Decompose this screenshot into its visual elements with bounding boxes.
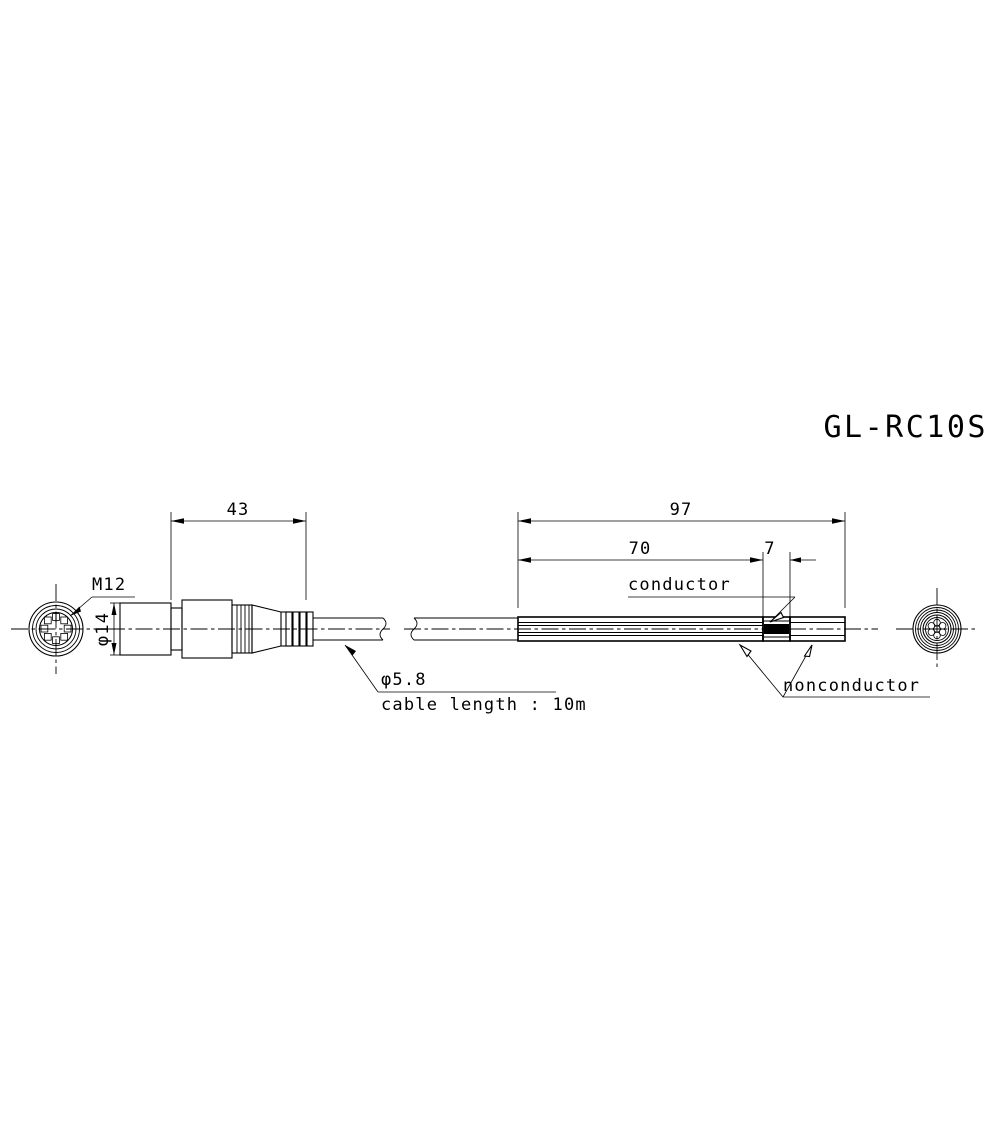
left-endview-pin-5 xyxy=(52,636,60,644)
nonconductor-arrowhead-2 xyxy=(803,644,813,658)
dim-phi14-arrow-top xyxy=(111,603,117,615)
left-endview-pin-4 xyxy=(60,633,68,641)
cable-diameter-label: φ5.8 xyxy=(381,670,427,690)
nonconductor-callout: nonconductor xyxy=(738,643,930,698)
dimension-7: 7 xyxy=(762,539,816,620)
dim-97-arrow-left xyxy=(518,518,531,524)
dim-7-arrow xyxy=(790,557,801,563)
left-end-view-m12-face xyxy=(11,584,101,674)
conductor-callout: conductor xyxy=(628,575,796,623)
right-endview-ring-2 xyxy=(915,607,959,651)
left-endview-pin-2 xyxy=(60,616,68,625)
right-endview-core-1 xyxy=(933,618,941,627)
right-endview-ring-1 xyxy=(912,604,962,654)
right-endview-ring-5 xyxy=(922,614,952,644)
left-endview-pin-6 xyxy=(44,633,52,641)
dim-phi14-arrow-bottom xyxy=(111,643,117,655)
conductor-arrowhead xyxy=(769,611,785,623)
dim-70-arrow-right xyxy=(750,557,763,563)
dim-phi14-value: φ14 xyxy=(93,612,113,646)
drawing-title: GL-RC10S xyxy=(824,410,989,445)
right-endview-core-4 xyxy=(933,631,941,640)
left-endview-ring-2 xyxy=(32,605,80,653)
dimension-phi14: φ14 xyxy=(93,602,124,656)
dim-97-arrow-right xyxy=(832,518,845,524)
cable-spec-callout: φ5.8 cable length : 10m xyxy=(344,644,587,715)
dimension-43: 43 xyxy=(170,500,307,600)
conductor-label: conductor xyxy=(628,575,731,595)
nonconductor-arrowhead-1 xyxy=(738,643,752,658)
left-endview-pin-3 xyxy=(63,624,72,633)
left-endview-pin-8 xyxy=(44,616,52,625)
dim-7-value: 7 xyxy=(764,539,775,559)
cable-length-label: cable length : 10m xyxy=(381,695,587,715)
dim-97-value: 97 xyxy=(670,500,693,520)
right-endview-ring-3 xyxy=(917,609,957,649)
m12-callout: M12 xyxy=(69,575,135,617)
right-endview-ring-4 xyxy=(920,612,954,646)
cable-spec-leader-line xyxy=(344,644,379,693)
dim-70-arrow-left xyxy=(518,557,531,563)
dim-43-arrow-left xyxy=(171,518,184,524)
m12-arrowhead xyxy=(70,606,81,616)
left-endview-pin-group xyxy=(40,613,72,644)
dimension-70: 70 xyxy=(518,539,763,563)
cable-detail-side-view xyxy=(404,616,878,642)
connector-side-view xyxy=(108,599,390,659)
cable-spec-arrowhead xyxy=(345,645,356,656)
m12-label: M12 xyxy=(92,575,126,595)
right-endview-core-3 xyxy=(938,628,947,636)
right-endview-core-6 xyxy=(927,622,936,630)
dim-70-value: 70 xyxy=(629,539,652,559)
right-endview-core-5 xyxy=(927,628,936,636)
dim-43-arrow-right xyxy=(293,518,306,524)
strain-rib-2 xyxy=(292,611,300,647)
nonconductor-label: nonconductor xyxy=(783,676,920,696)
dim-43-value: 43 xyxy=(227,500,250,520)
right-endview-ring-6 xyxy=(925,617,949,641)
right-end-view-cable-section xyxy=(896,588,978,670)
right-endview-core-cluster xyxy=(927,618,947,640)
left-endview-outer-ring xyxy=(28,601,84,657)
left-endview-pin-7 xyxy=(40,624,49,633)
dimension-97: 97 xyxy=(517,500,846,608)
right-endview-core-2 xyxy=(938,622,947,630)
left-endview-ring-3 xyxy=(35,608,77,650)
